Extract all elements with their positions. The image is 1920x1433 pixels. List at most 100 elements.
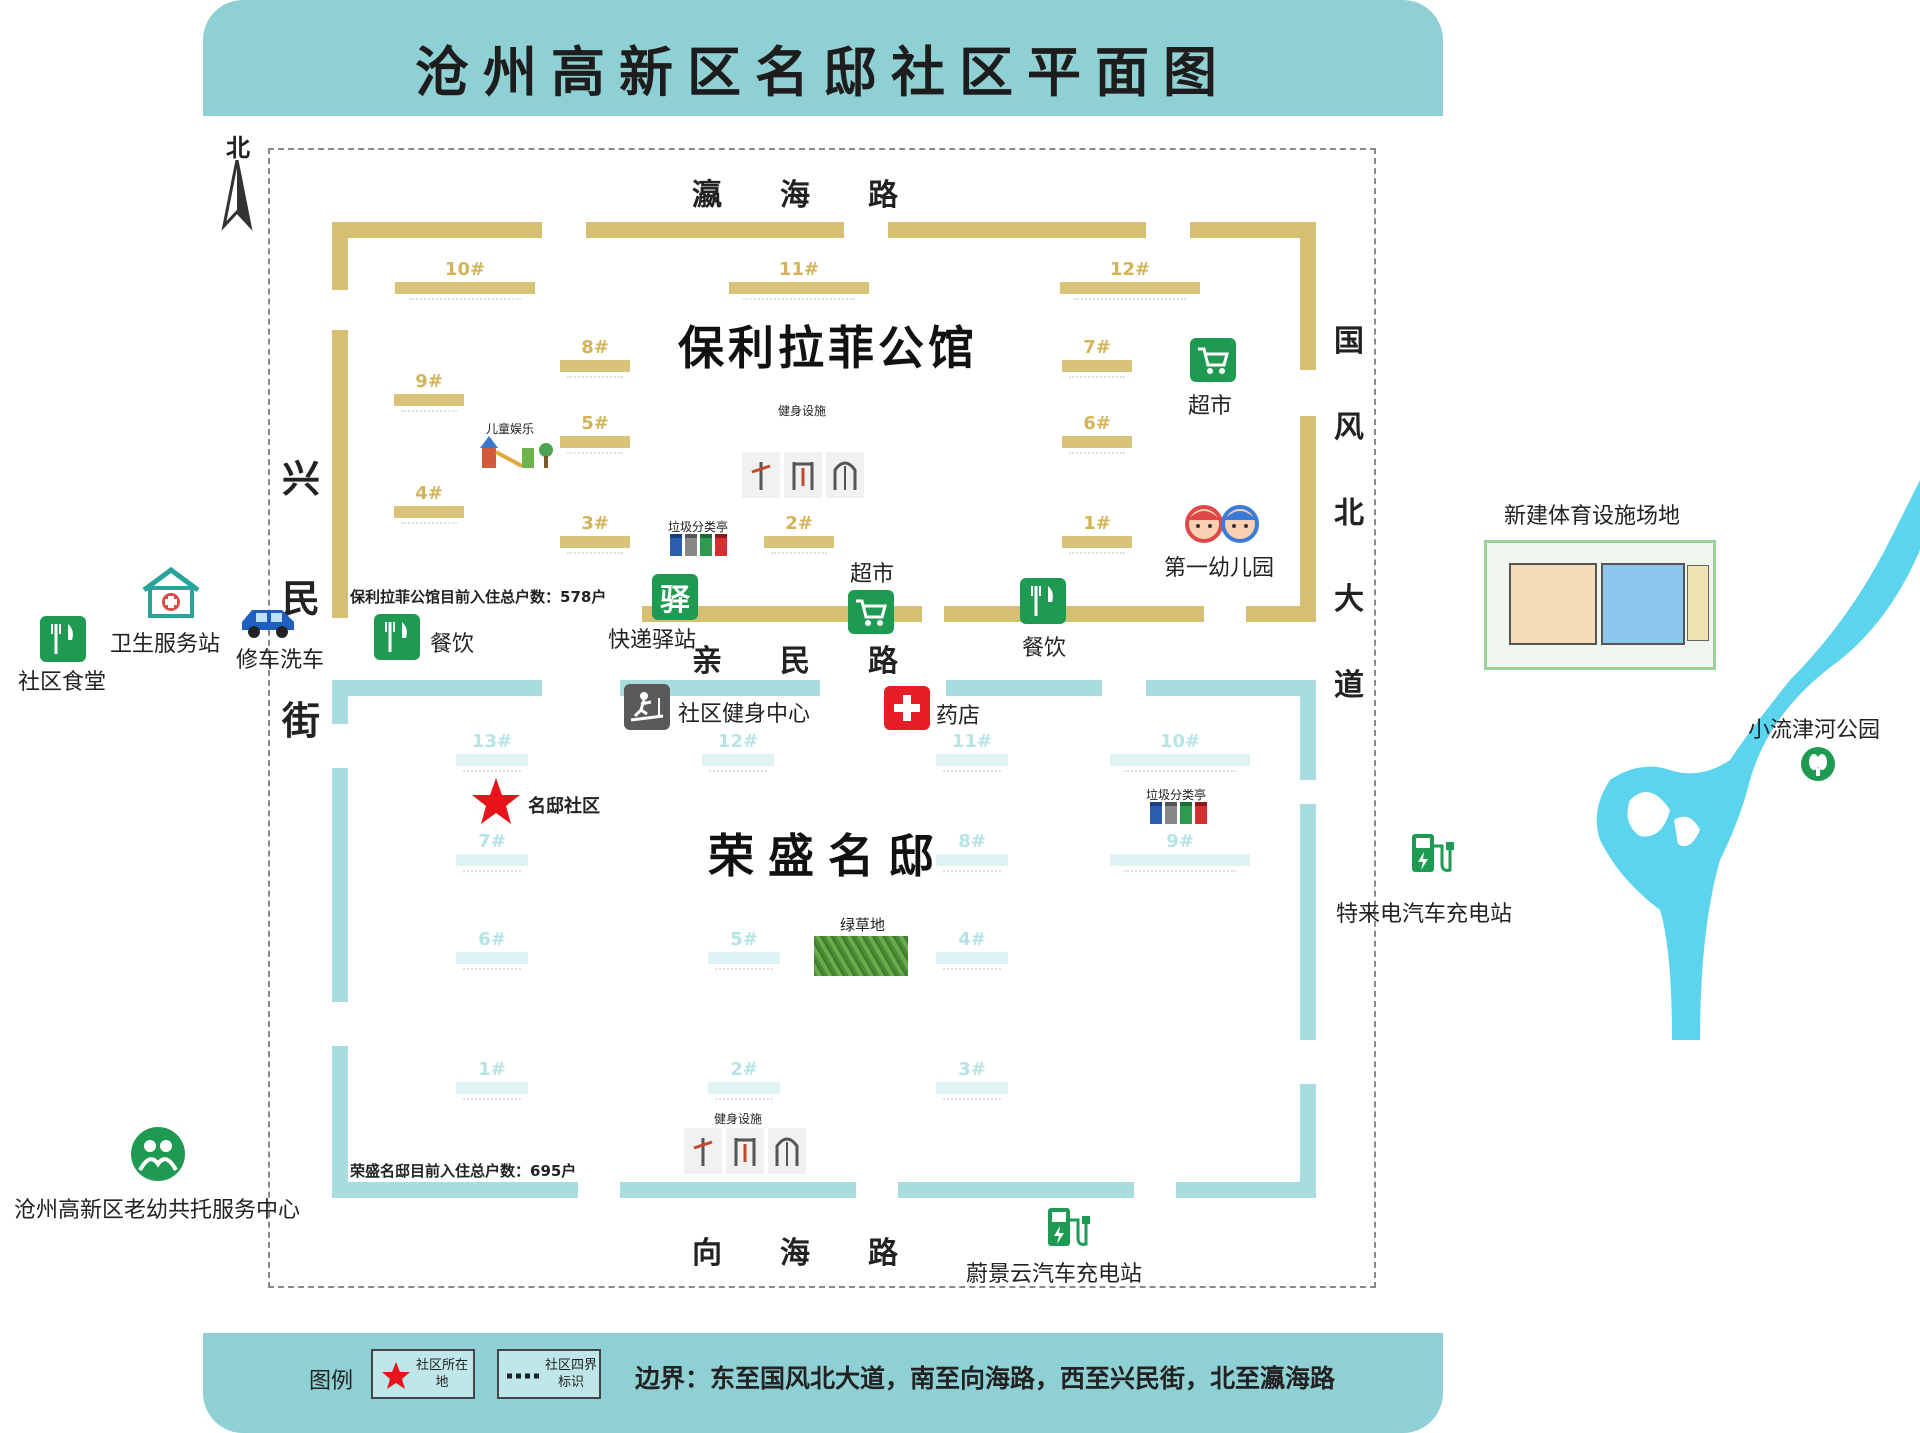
community-star-icon bbox=[472, 778, 520, 824]
kindergarten-kids-icon bbox=[1185, 505, 1259, 543]
small-facility bbox=[1687, 565, 1709, 641]
building-south: 3# bbox=[936, 1060, 1008, 1104]
park-label: 小流津河公园 bbox=[1748, 718, 1881, 743]
south-wall bbox=[1300, 680, 1316, 780]
legend-dashed-line-icon bbox=[507, 1373, 541, 1379]
building-north: 11# bbox=[729, 260, 869, 304]
compass: 北 bbox=[212, 128, 262, 231]
trash-bin-icon bbox=[715, 534, 727, 556]
building-south: 8# bbox=[936, 832, 1008, 876]
compound-name-south: 荣盛名邸 bbox=[708, 829, 948, 883]
trash-bin-icon bbox=[670, 534, 682, 556]
north-wall bbox=[332, 330, 348, 618]
building-south: 13# bbox=[456, 732, 528, 776]
fitness-equipment-icon bbox=[784, 452, 822, 498]
south-wall bbox=[1300, 1084, 1316, 1198]
building-north: 6# bbox=[1062, 414, 1132, 458]
trash-bin-icon bbox=[1180, 802, 1192, 824]
fitness-equipment-icon bbox=[742, 452, 780, 498]
building-south: 6# bbox=[456, 930, 528, 974]
building-north: 4# bbox=[394, 484, 464, 528]
south-wall bbox=[946, 680, 1102, 696]
legend-banner: 图例 社区所在地 社区四界标识 边界：东至国风北大道，南至向海路，西至兴民街，北… bbox=[203, 1333, 1443, 1433]
building-north: 5# bbox=[560, 414, 630, 458]
south-wall bbox=[332, 680, 542, 696]
building-north: 3# bbox=[560, 514, 630, 558]
building-north: 10# bbox=[395, 260, 535, 304]
south-wall bbox=[620, 1182, 856, 1198]
playground-icon bbox=[480, 436, 553, 468]
legend-star-icon bbox=[382, 1362, 410, 1389]
south-resident-count: 荣盛名邸目前入住总户数：695户 bbox=[350, 1162, 577, 1180]
fitness-equipment-group bbox=[742, 452, 866, 498]
building-south: 9# bbox=[1110, 832, 1250, 876]
garbage-bins bbox=[670, 534, 727, 556]
building-north: 1# bbox=[1062, 514, 1132, 558]
road-west-char: 街 bbox=[282, 698, 321, 743]
pharmacy-label: 药店 bbox=[936, 704, 981, 729]
legend-item-boundary: 社区四界标识 bbox=[497, 1349, 601, 1399]
south-wall bbox=[1176, 1182, 1316, 1198]
road-north-char: 路 bbox=[868, 178, 898, 213]
shopping-cart-icon bbox=[848, 590, 894, 634]
legend-title: 图例 bbox=[309, 1369, 354, 1394]
building-south: 11# bbox=[936, 732, 1008, 776]
dining-label: 餐饮 bbox=[430, 632, 475, 657]
building-south: 10# bbox=[1110, 732, 1250, 776]
fitness-equipment-icon bbox=[726, 1128, 764, 1174]
sports-ground-plan bbox=[1484, 540, 1716, 670]
sports-ground-label: 新建体育设施场地 bbox=[1504, 504, 1681, 529]
fitness-center-label: 社区健身中心 bbox=[678, 702, 811, 727]
fitness-equipment-icon bbox=[768, 1128, 806, 1174]
garbage-bins bbox=[1150, 802, 1207, 824]
road-middle-char: 亲 bbox=[692, 644, 722, 679]
kindergarten-label: 第一幼儿园 bbox=[1164, 556, 1275, 581]
building-south: 1# bbox=[456, 1060, 528, 1104]
north-wall bbox=[1190, 222, 1316, 238]
road-south-char: 向 bbox=[692, 1236, 722, 1271]
health-station-label: 卫生服务站 bbox=[110, 632, 221, 657]
road-east-char: 大 bbox=[1334, 582, 1364, 617]
north-resident-count: 保利拉菲公馆目前入住总户数：578户 bbox=[350, 588, 607, 606]
grass-area bbox=[814, 936, 908, 976]
fitness-facility-label: 健身设施 bbox=[778, 404, 827, 418]
dining-label: 餐饮 bbox=[1022, 636, 1067, 661]
building-north: 7# bbox=[1062, 338, 1132, 382]
trash-bin-icon bbox=[1165, 802, 1177, 824]
road-east-char: 国 bbox=[1334, 324, 1364, 359]
park-tree-icon bbox=[1801, 747, 1835, 781]
ev-charging-icon bbox=[1412, 834, 1454, 872]
map-title: 沧州高新区名邸社区平面图 bbox=[415, 41, 1231, 104]
road-north-char: 海 bbox=[780, 178, 810, 213]
weijing-charging-label: 蔚景云汽车充电站 bbox=[966, 1262, 1143, 1287]
building-north: 9# bbox=[394, 372, 464, 416]
south-wall bbox=[620, 680, 820, 696]
north-wall bbox=[332, 222, 348, 290]
car-icon bbox=[242, 610, 294, 638]
courier-station-label: 快递驿站 bbox=[608, 628, 697, 653]
compass-arrow-icon bbox=[221, 160, 253, 231]
trash-bin-icon bbox=[700, 534, 712, 556]
compound-name-north: 保利拉菲公馆 bbox=[678, 321, 978, 375]
south-wall bbox=[332, 1182, 578, 1198]
fitness-equipment-group bbox=[684, 1128, 808, 1174]
canteen-dining-icon bbox=[40, 616, 86, 662]
south-wall bbox=[898, 1182, 1134, 1198]
community-marker-label: 名邸社区 bbox=[528, 796, 600, 817]
building-north: 8# bbox=[560, 338, 630, 382]
tesla-charging-label: 特来电汽车充电站 bbox=[1336, 902, 1513, 927]
fitness-equipment-icon bbox=[826, 452, 864, 498]
river-shape bbox=[1596, 480, 1920, 1040]
elder-center-label: 沧州高新区老幼共托服务中心 bbox=[14, 1198, 301, 1223]
road-south-char: 海 bbox=[780, 1236, 810, 1271]
south-wall bbox=[1300, 804, 1316, 1040]
trash-bin-icon bbox=[685, 534, 697, 556]
building-south: 12# bbox=[702, 732, 774, 776]
supermarket-label: 超市 bbox=[850, 562, 895, 587]
ev-charging-icon bbox=[1048, 1208, 1090, 1246]
road-east-char: 道 bbox=[1334, 668, 1364, 703]
north-wall bbox=[332, 222, 542, 238]
south-wall bbox=[332, 768, 348, 1002]
building-south: 4# bbox=[936, 930, 1008, 974]
south-wall bbox=[1146, 680, 1316, 696]
